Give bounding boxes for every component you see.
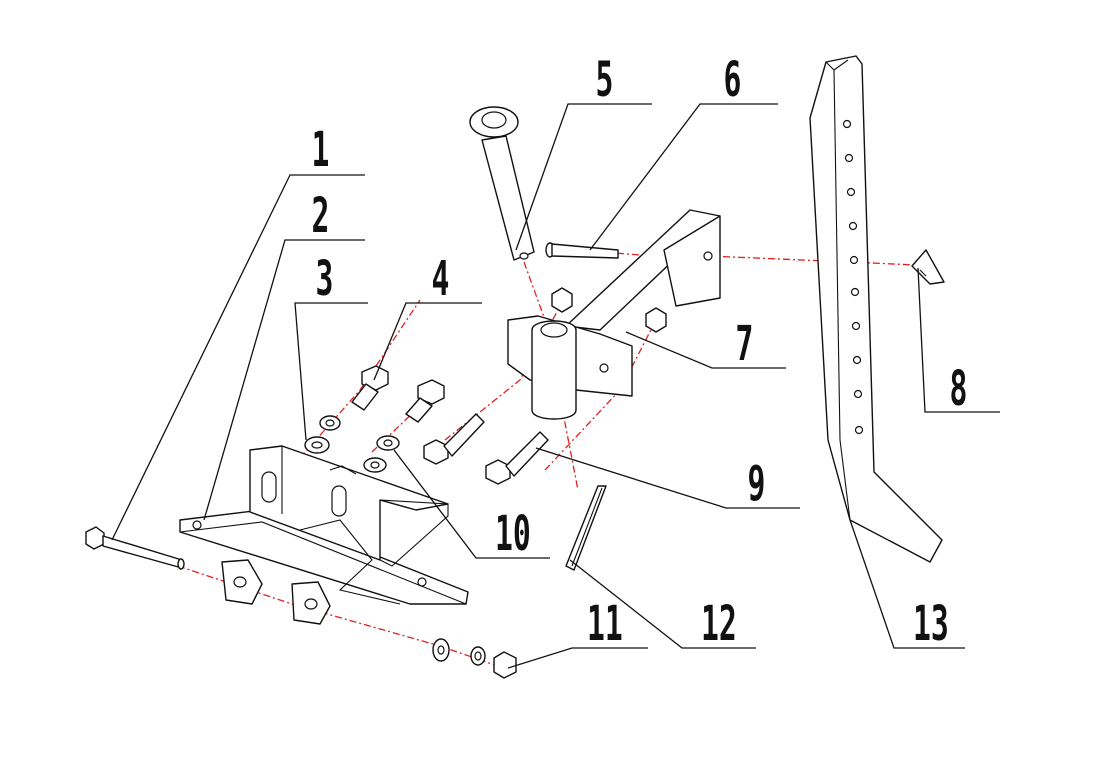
callout-label-8: 8 — [949, 362, 967, 417]
callout-label-9: 9 — [747, 457, 765, 512]
tine-holder — [507, 209, 721, 420]
clevis-pin — [469, 106, 535, 261]
callout-label-1: 1 — [311, 123, 329, 178]
nut-and-washers — [432, 638, 517, 679]
spring-clip — [911, 249, 945, 285]
blade — [565, 485, 607, 571]
callout-labels: 1 2 3 4 5 6 7 8 9 10 11 12 13 — [311, 53, 967, 652]
callout-label-12: 12 — [701, 597, 737, 652]
callout-label-11: 11 — [587, 597, 623, 652]
callout-label-4: 4 — [431, 252, 449, 307]
long-bolt — [85, 526, 185, 570]
small-pin — [545, 242, 619, 259]
spring-tine — [809, 55, 943, 563]
callout-label-3: 3 — [315, 252, 333, 307]
mounting-bracket — [179, 445, 469, 625]
callout-label-7: 7 — [735, 317, 753, 372]
callout-label-2: 2 — [311, 189, 329, 244]
callout-label-13: 13 — [913, 597, 949, 652]
callout-label-10: 10 — [495, 507, 531, 562]
leader-lines — [111, 103, 1000, 669]
callout-label-5: 5 — [595, 53, 613, 108]
callout-label-6: 6 — [723, 53, 741, 108]
